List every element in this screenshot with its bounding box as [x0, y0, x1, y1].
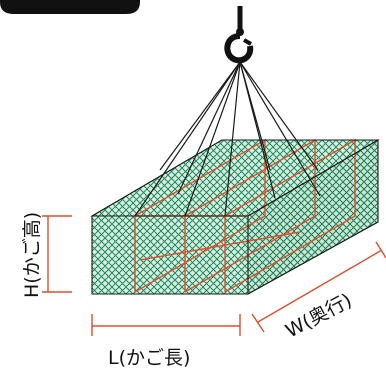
height-dimension	[42, 215, 72, 293]
gabion-basket	[90, 138, 380, 295]
width-label: W(奥行)	[282, 289, 356, 342]
length-dimension	[91, 314, 241, 336]
lifting-ropes	[134, 61, 321, 217]
width-dimension	[251, 241, 386, 333]
crane-hook-icon	[224, 6, 254, 64]
height-label: H(かご高)	[21, 212, 43, 298]
black-tab	[0, 0, 140, 14]
length-label: L(かご長)	[108, 347, 190, 369]
